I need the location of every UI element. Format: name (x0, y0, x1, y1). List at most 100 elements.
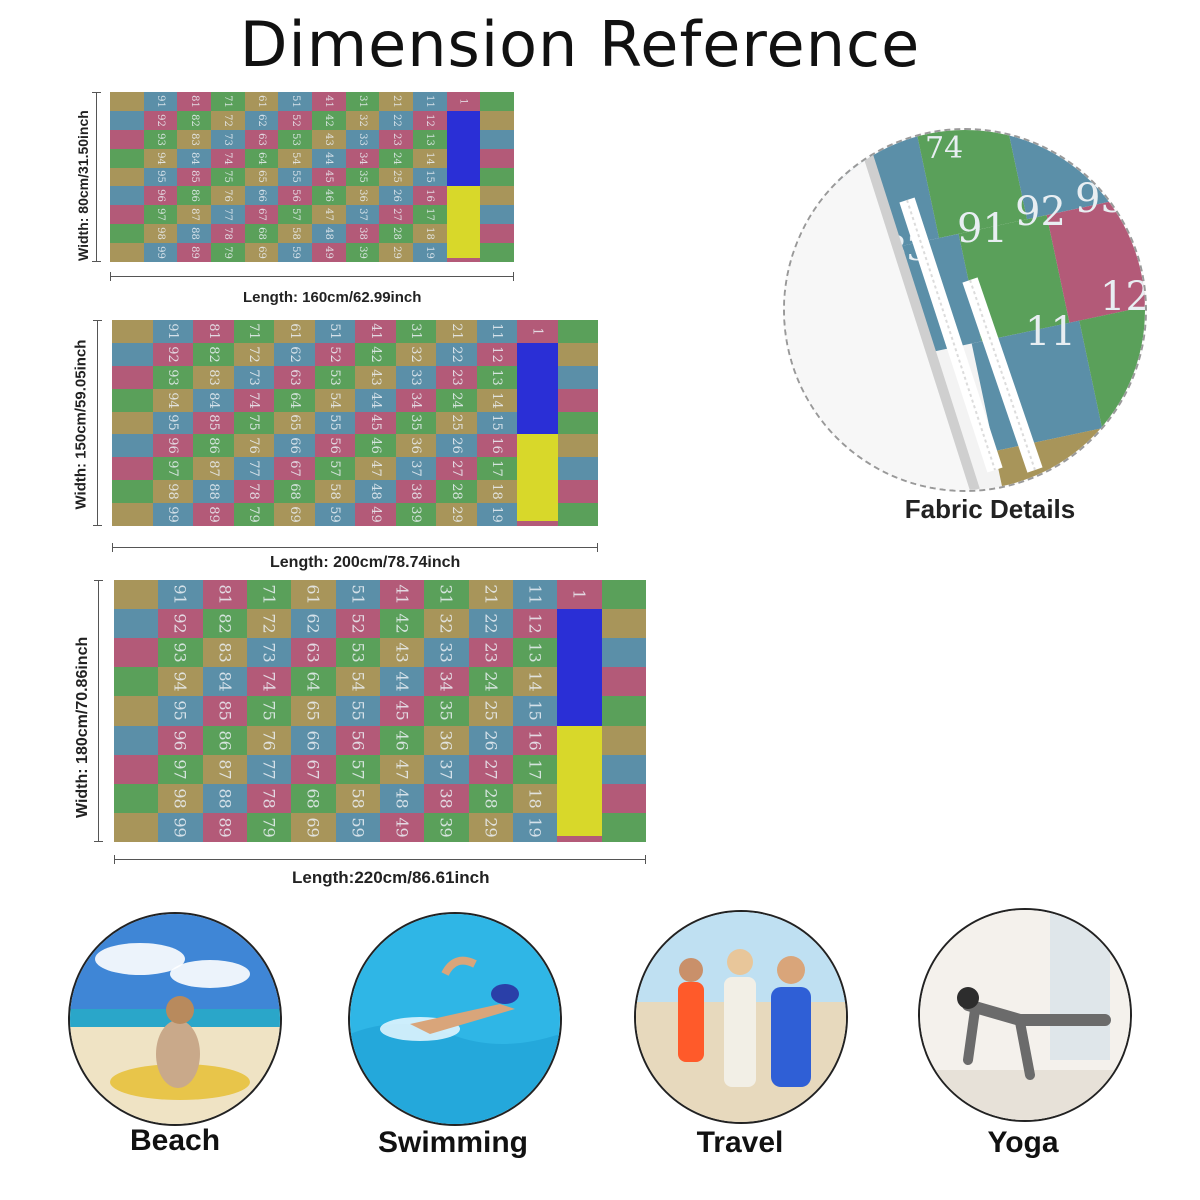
towel-grid-cell: 18 (512, 783, 558, 813)
towel-grid-number: 99 (154, 246, 166, 259)
towel-grid-number: 85 (188, 170, 200, 184)
towel-grid-cell: 55 (278, 167, 312, 187)
towel-grid-number: 13 (424, 132, 436, 146)
towel-grid-number: 15 (489, 414, 505, 432)
towel-grid-cell: 14 (413, 148, 447, 168)
towel-grid-number: 11 (489, 323, 505, 340)
towel-grid-number: 85 (215, 700, 235, 722)
towel-grid-number: 48 (392, 788, 412, 809)
towel-grid-cell: 91 (158, 580, 203, 610)
towel-grid-number: 84 (215, 671, 235, 693)
blue-band (446, 110, 481, 187)
towel-grid-cell: 1 (517, 320, 558, 343)
use-label-travel: Travel (696, 1126, 784, 1159)
towel-grid-number: 73 (222, 132, 234, 146)
towel-grid-cell: 35 (395, 411, 436, 435)
towel-grid-cell: 92 (152, 342, 193, 366)
towel-grid-cell: 11 (512, 580, 558, 610)
towel-grid-number: 56 (327, 437, 343, 455)
towel-grid-cell (110, 243, 144, 262)
towel-grid-cell: 32 (395, 342, 436, 366)
towel-grid-cell: 24 (436, 388, 477, 412)
towel-grid-cell: 94 (143, 148, 178, 168)
towel-grid-cell: 28 (436, 480, 477, 504)
towel-grid-cell (601, 667, 646, 697)
towel-grid-number: 68 (303, 788, 323, 809)
towel-grid-number: 47 (392, 759, 412, 780)
towel-grid-number: 44 (323, 151, 335, 165)
towel-grid-cell (601, 754, 646, 784)
towel-grid-number: 92 (165, 346, 181, 363)
towel-grid-cell: 37 (424, 754, 469, 784)
towel-grid-number: 32 (408, 346, 424, 363)
towel-grid-cell (114, 783, 159, 813)
towel-grid-cell (480, 243, 514, 262)
width-dimension-line (92, 92, 101, 262)
towel-grid-number: 37 (436, 759, 456, 780)
towel-grid-cell (114, 812, 159, 842)
towel-grid-number: 95 (165, 414, 181, 432)
towel-grid-cell (557, 365, 598, 389)
towel-grid-cell: 74 (246, 667, 292, 697)
towel-grid-cell: 49 (312, 243, 346, 262)
towel-grid-cell: 27 (379, 205, 413, 225)
use-label-yoga: Yoga (987, 1126, 1059, 1159)
towel-grid-number: 64 (255, 151, 267, 165)
towel-grid-cell (601, 783, 646, 813)
towel-grid-number: 14 (525, 671, 545, 693)
towel-grid-cell: 73 (233, 365, 274, 389)
towel-grid-cell: 11 (413, 92, 447, 111)
towel-grid-number: 79 (259, 817, 279, 838)
towel-grid-number: 36 (408, 437, 424, 455)
towel-grid-number: 89 (215, 817, 235, 838)
towel-grid-number: 34 (356, 151, 368, 165)
towel-grid-number: 63 (286, 368, 302, 386)
towel-grid-cell: 91 (143, 92, 178, 111)
towel-grid-number: 99 (165, 506, 181, 523)
towel-grid-number: 43 (392, 642, 412, 663)
towel-grid-cell (557, 320, 598, 343)
towel-grid-cell: 23 (436, 365, 477, 389)
towel-grid-number: 31 (356, 95, 368, 108)
towel-grid-cell: 99 (143, 243, 178, 262)
towel-grid-cell: 88 (177, 224, 211, 244)
towel-grid-number: 95 (170, 700, 190, 722)
towel-grid-number: 24 (448, 391, 464, 409)
towel-grid-cell: 54 (278, 148, 312, 168)
towel-grid-cell (480, 186, 514, 206)
towel-grid-number: 61 (286, 323, 302, 340)
towel-grid-cell: 66 (291, 725, 336, 755)
towel-grid-cell: 13 (476, 365, 517, 389)
towel-grid-number: 29 (481, 817, 501, 838)
towel-grid-cell: 58 (335, 783, 380, 813)
towel-grid-cell (480, 148, 514, 168)
towel-grid-cell: 82 (177, 110, 211, 130)
towel-grid-number: 45 (323, 170, 335, 184)
towel-grid-cell: 92 (158, 609, 203, 639)
towel-grid-number: 77 (222, 208, 234, 222)
towel-grid-cell: 78 (233, 480, 274, 504)
width-dimension-line (93, 320, 102, 526)
towel-grid-number: 91 (154, 95, 166, 108)
towel-grid-number: 21 (448, 323, 464, 340)
towel-grid-number: 93 (165, 368, 181, 386)
towel-grid-cell (557, 457, 598, 481)
towel-grid-number: 24 (481, 671, 501, 693)
towel-grid-cell: 38 (424, 783, 469, 813)
length-dimension-line (112, 543, 598, 552)
towel-grid-cell: 88 (202, 783, 247, 813)
towel-grid-number: 17 (424, 208, 436, 222)
towel-grid-number: 35 (408, 414, 424, 432)
towel-grid-cell (112, 342, 153, 366)
towel-grid-cell: 72 (233, 342, 274, 366)
towel-grid-number: 46 (323, 189, 335, 203)
towel-grid-cell: 14 (512, 667, 558, 697)
towel-grid-cell: 38 (345, 224, 380, 244)
towel-grid-number: 25 (390, 170, 402, 184)
towel-grid-cell: 48 (379, 783, 425, 813)
towel-grid-number: 43 (323, 132, 335, 146)
towel-grid-number: 66 (303, 729, 323, 751)
towel-grid-number: 97 (165, 460, 181, 478)
towel-grid-number: 79 (222, 246, 234, 259)
length-dimension-line (114, 855, 646, 864)
